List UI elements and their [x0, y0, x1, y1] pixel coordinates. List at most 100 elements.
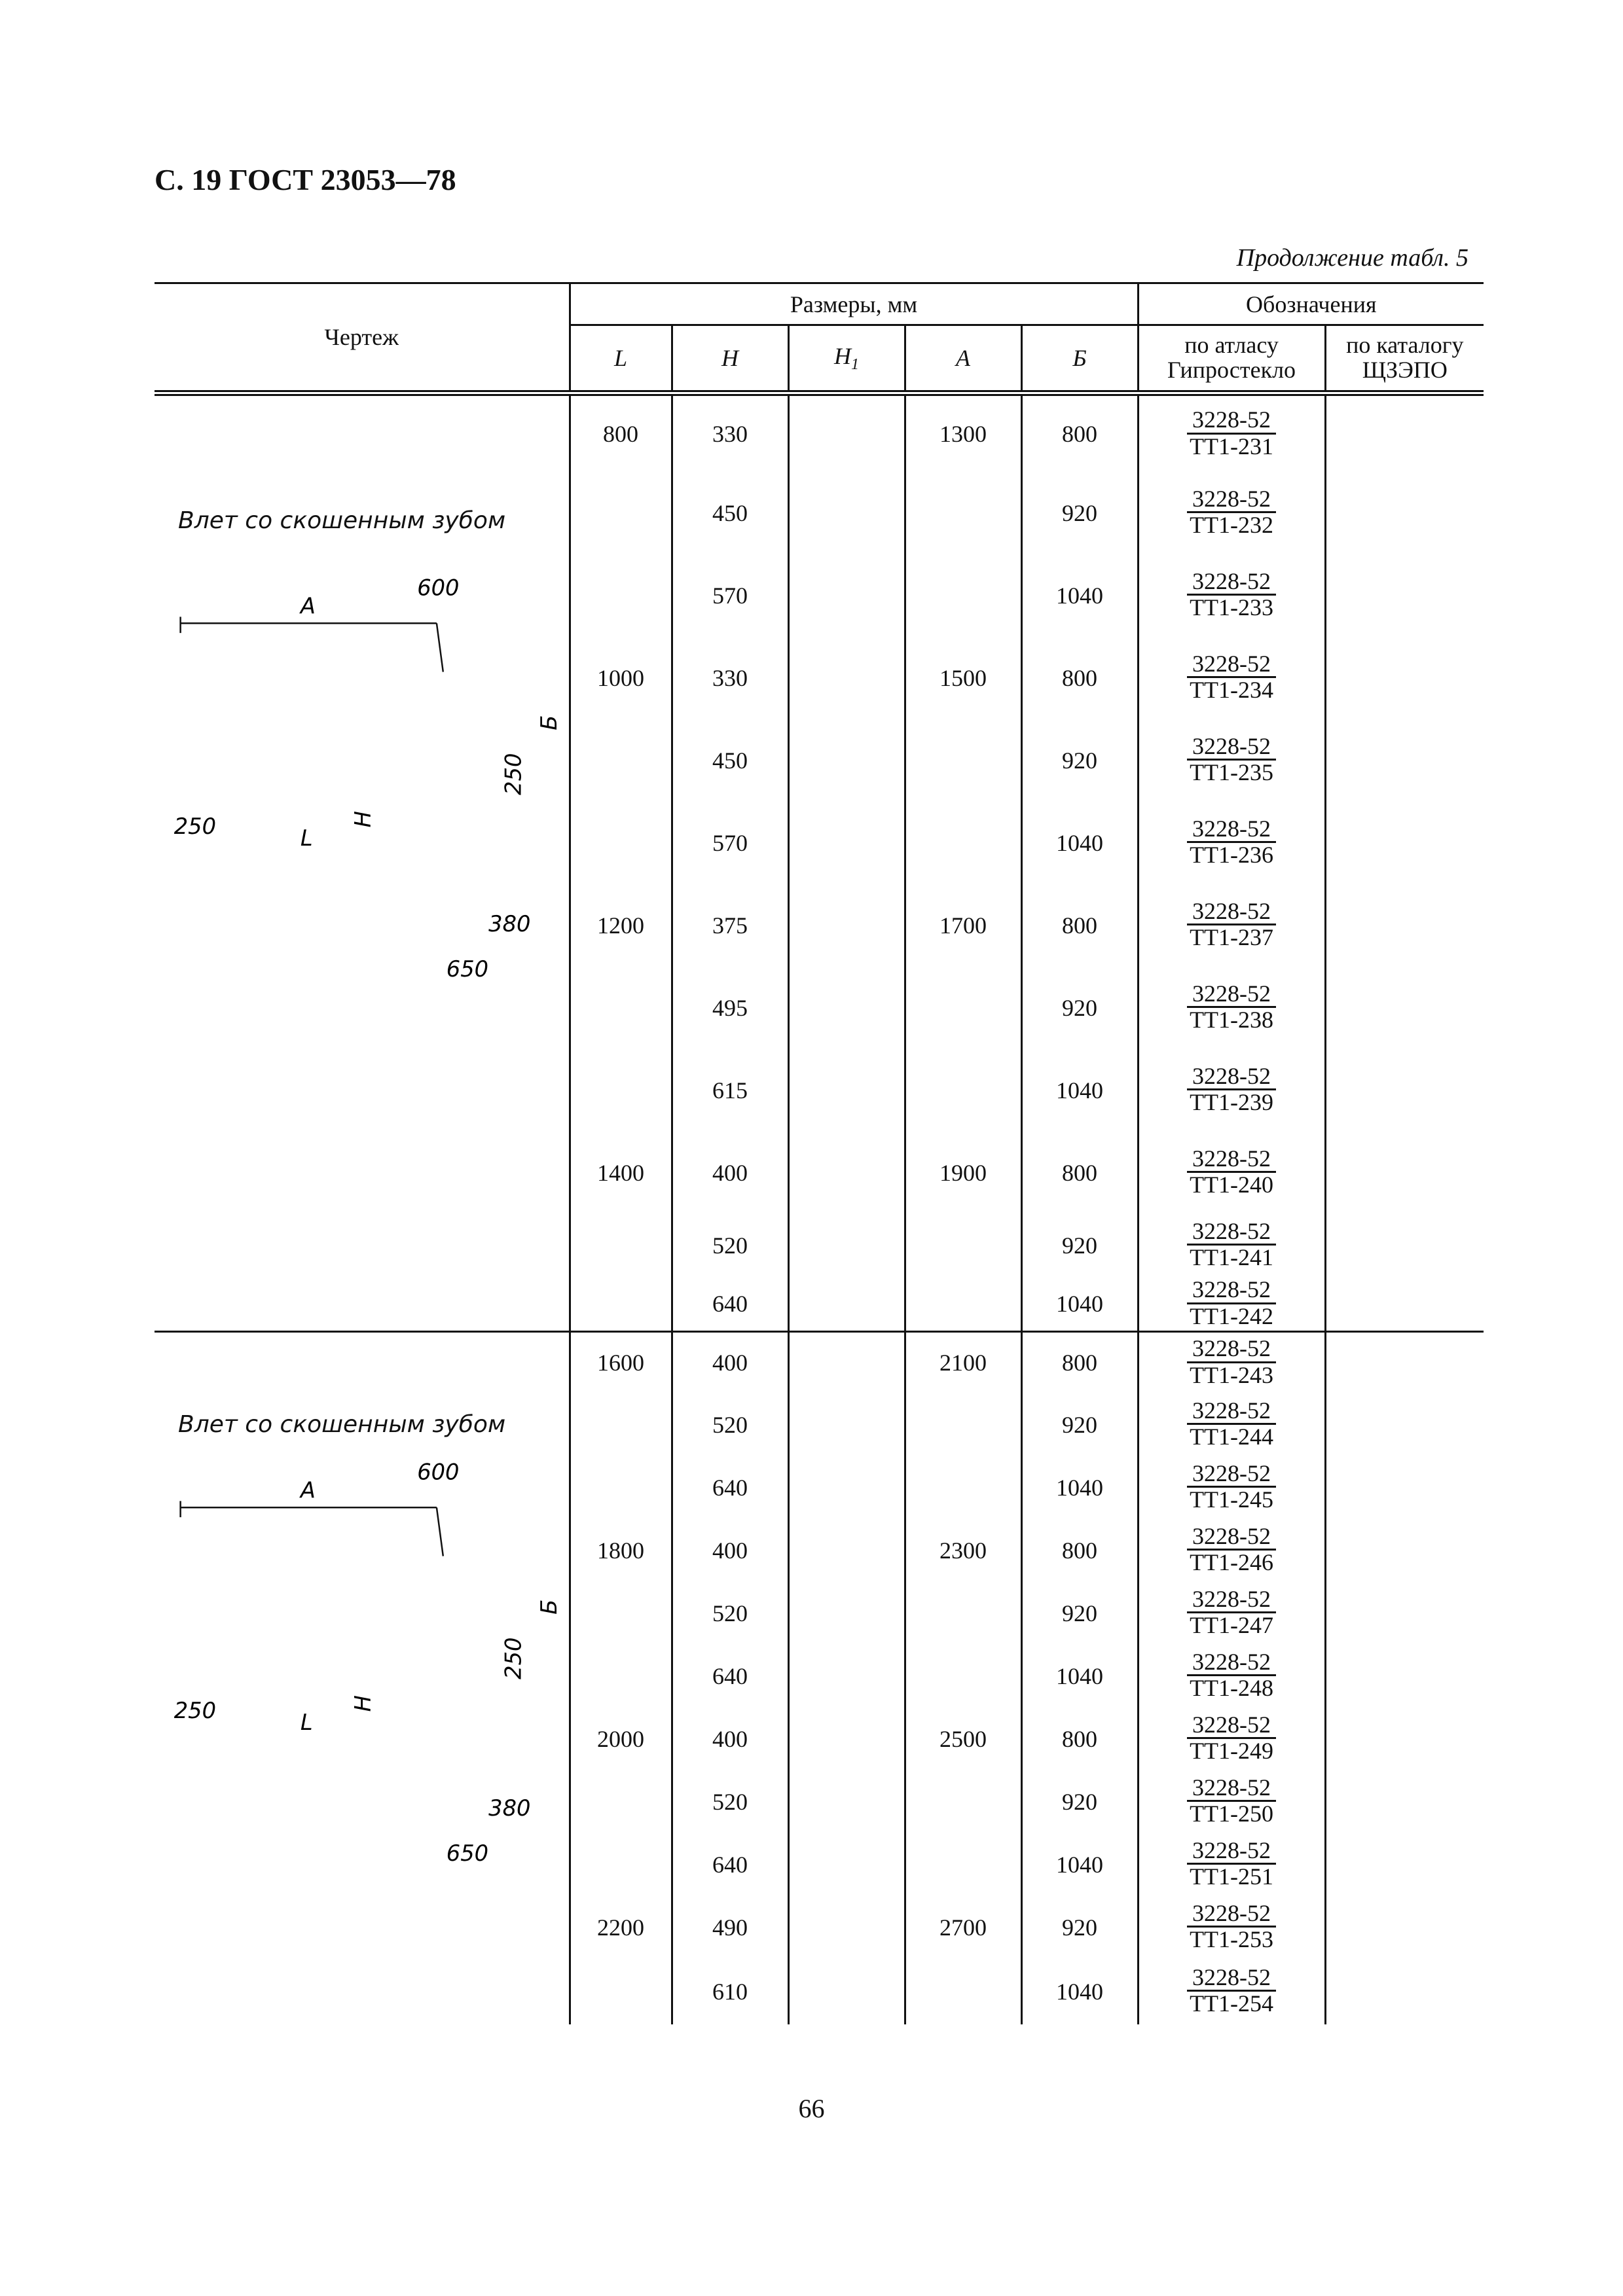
cell-a: 2300 [903, 1518, 1021, 1582]
cell-catalog-designation [1324, 1958, 1484, 2024]
designation-denominator: ТТ1-243 [1190, 1362, 1274, 1389]
cell-a [903, 1456, 1021, 1519]
cell-h: 520 [670, 1770, 788, 1833]
cell-a: 1300 [903, 393, 1021, 472]
designation-denominator: ТТ1-239 [1190, 1089, 1274, 1116]
cell-b: 1040 [1020, 1456, 1139, 1519]
cell-b: 800 [1020, 636, 1139, 719]
designation-numerator: 3228-52 [1187, 1277, 1277, 1304]
dim-h-label: H [350, 811, 376, 827]
cell-a [903, 1049, 1021, 1132]
cell-l [568, 1644, 672, 1708]
cell-l [568, 1276, 672, 1332]
cell-b: 920 [1020, 1770, 1139, 1833]
cell-catalog-designation [1324, 1707, 1484, 1770]
cell-a [903, 554, 1021, 637]
cell-b: 1040 [1020, 1958, 1139, 2024]
cell-b: 1040 [1020, 1833, 1139, 1896]
drawing-caption: Влет со скошенным зубом [178, 1411, 506, 1438]
drawing-caption: Влет со скошенным зубом [178, 507, 506, 534]
cell-l [568, 1581, 672, 1645]
dim-650-label: 650 [447, 1840, 488, 1866]
cell-a [903, 1644, 1021, 1708]
outlet-drawing: A 600 Б 250 H 250 L 380 650 [174, 575, 562, 982]
col-header-catalog: по каталогу ЩЗЭПО [1324, 325, 1484, 396]
cell-h1 [787, 1049, 905, 1132]
cell-h1 [787, 1581, 905, 1645]
cell-h1 [787, 1770, 905, 1833]
cell-h: 520 [670, 1393, 788, 1456]
cell-h1 [787, 1131, 905, 1214]
dim-380-label: 380 [488, 911, 530, 937]
cell-b: 920 [1020, 1213, 1139, 1277]
col-header-l: L [568, 325, 672, 396]
cell-catalog-designation [1324, 393, 1484, 472]
specification-table: Чертеж Размеры, мм Обозначения L H H1 A … [155, 282, 1484, 2024]
cell-h1 [787, 1833, 905, 1896]
designation-numerator: 3228-52 [1187, 1712, 1277, 1740]
dim-a-line [179, 1501, 445, 1556]
cell-h1 [787, 636, 905, 719]
cell-b: 920 [1020, 1581, 1139, 1645]
cell-l [568, 1393, 672, 1456]
cell-l [568, 966, 672, 1049]
outlet-drawing: A 600 Б 250 H 250 L 380 650 [174, 1460, 562, 1866]
cell-b: 1040 [1020, 801, 1139, 884]
designation-numerator: 3228-52 [1187, 1965, 1277, 1992]
designation-numerator: 3228-52 [1187, 1838, 1277, 1865]
cell-b: 800 [1020, 884, 1139, 967]
cell-h: 400 [670, 1331, 788, 1393]
cell-l [568, 1833, 672, 1896]
outlet-front-face [181, 1530, 427, 1776]
col-header-b: Б [1020, 325, 1139, 396]
cell-l [568, 1958, 672, 2024]
designation-denominator: ТТ1-250 [1190, 1801, 1274, 1827]
cell-h: 610 [670, 1958, 788, 2024]
cell-catalog-designation [1324, 1456, 1484, 1519]
cell-h1 [787, 719, 905, 802]
col-header-h1-letter: H [834, 342, 851, 369]
cell-catalog-designation [1324, 966, 1484, 1049]
cell-b: 1040 [1020, 1644, 1139, 1708]
cell-b: 920 [1020, 719, 1139, 802]
cell-h: 520 [670, 1213, 788, 1277]
cell-catalog-designation [1324, 1393, 1484, 1456]
dim-600-label: 600 [417, 1460, 459, 1485]
col-header-catalog-text: по каталогу ЩЗЭПО [1346, 332, 1464, 383]
designation-denominator: ТТ1-241 [1190, 1244, 1274, 1271]
drawing-cell: Влет со скошенным зубом A 600 Б 250 H 25… [155, 1331, 570, 2024]
cell-b: 800 [1020, 1331, 1139, 1393]
cell-h1 [787, 1707, 905, 1770]
cell-h1 [787, 801, 905, 884]
designation-numerator: 3228-52 [1187, 1219, 1277, 1246]
designation-denominator: ТТ1-233 [1190, 594, 1274, 621]
col-group-sizes: Размеры, мм [568, 282, 1139, 326]
cell-catalog-designation [1324, 554, 1484, 637]
dim-l-label: L [301, 1710, 313, 1735]
